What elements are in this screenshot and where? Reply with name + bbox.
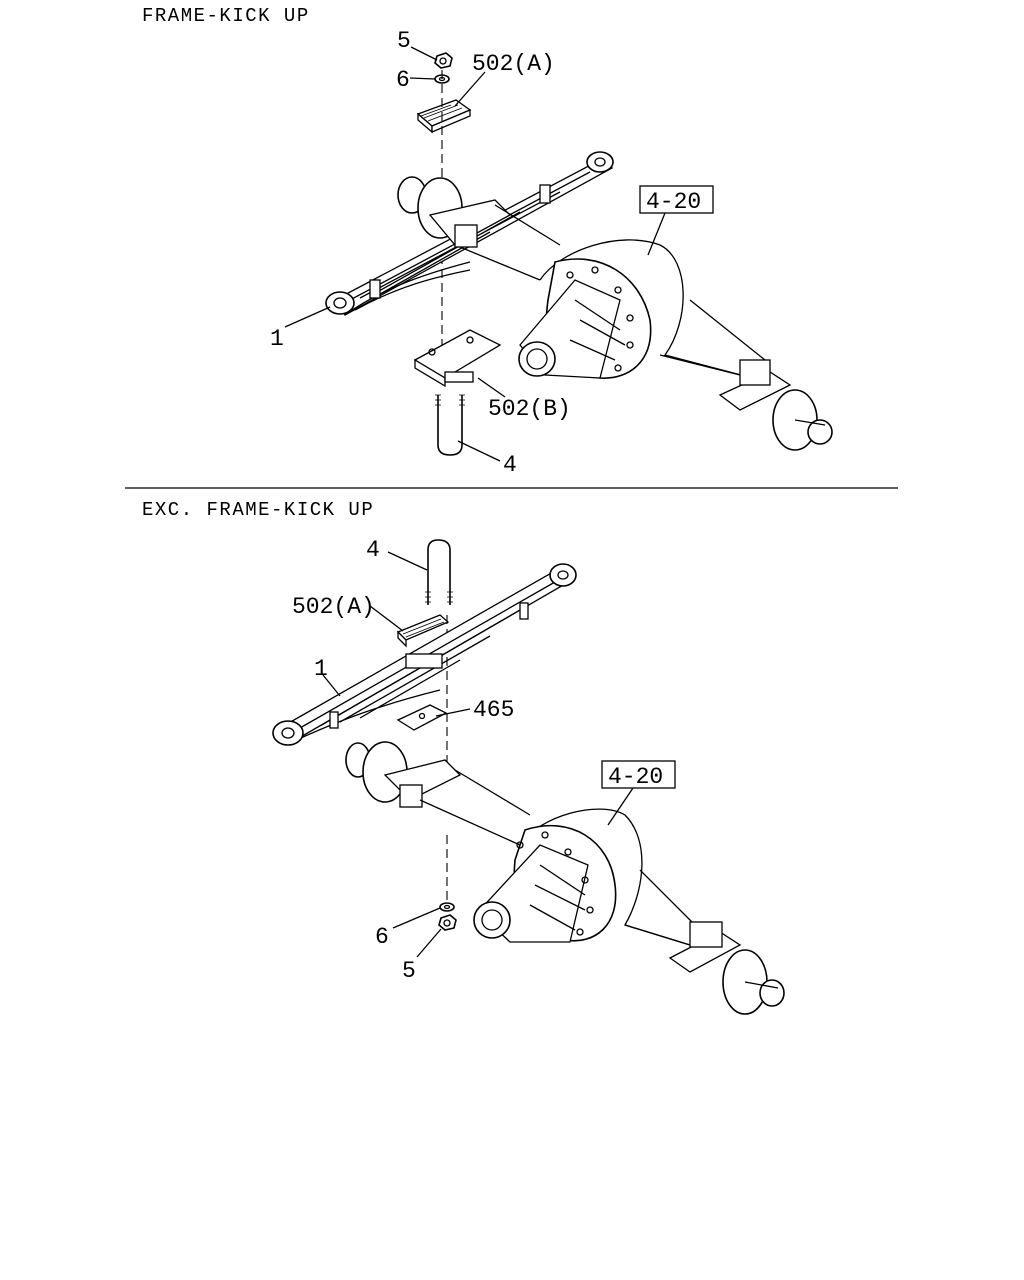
leader-4 — [387, 551, 428, 571]
callout-4-20: 4-20 — [608, 764, 663, 790]
leader-502a — [369, 605, 404, 632]
section-exc-frame-kick-up: EXC. FRAME-KICK UP — [142, 499, 785, 1015]
washer-part-6 — [439, 902, 455, 912]
section-title: FRAME-KICK UP — [142, 5, 310, 27]
callout-1: 1 — [314, 656, 328, 682]
callout-502a: 502(A) — [292, 594, 375, 620]
callout-5: 5 — [397, 28, 411, 54]
lower-plate-502b — [413, 329, 502, 388]
callout-1: 1 — [270, 326, 284, 352]
leader-5 — [410, 46, 438, 61]
callout-6: 6 — [396, 67, 410, 93]
callout-5: 5 — [402, 958, 416, 984]
callout-4: 4 — [503, 452, 517, 478]
u-bolt-part-4 — [425, 539, 453, 605]
leader-1 — [322, 674, 341, 697]
leader-6 — [409, 77, 436, 80]
leader-5 — [416, 928, 442, 958]
axle-left-hub — [397, 176, 561, 281]
nut-part-5 — [434, 52, 453, 69]
callout-4-20: 4-20 — [646, 189, 701, 215]
callout-box-4-20 — [639, 185, 714, 214]
leaf-spring-part-1 — [272, 563, 577, 746]
section-title: EXC. FRAME-KICK UP — [142, 499, 374, 521]
spring-plate-502a — [416, 99, 472, 134]
axle-left-hub — [345, 741, 531, 846]
axle-right-hub — [659, 299, 833, 451]
axle-right-hub — [624, 869, 785, 1015]
leader-6 — [392, 907, 441, 929]
leader-4 — [457, 440, 501, 462]
callout-502b: 502(B) — [488, 396, 571, 422]
callout-465: 465 — [473, 697, 514, 723]
leader-465 — [435, 708, 471, 717]
nut-part-5 — [438, 914, 457, 931]
differential-housing — [473, 808, 691, 946]
leader-4-20 — [607, 787, 634, 826]
spring-plate-502a — [396, 614, 450, 648]
leader-4-20 — [647, 212, 666, 256]
u-bolt-part-4 — [435, 394, 465, 456]
callout-6: 6 — [375, 924, 389, 950]
section-frame-kick-up: FRAME-KICK UP — [142, 5, 833, 478]
differential-housing — [518, 239, 761, 381]
callout-502a: 502(A) — [472, 51, 555, 77]
leader-502b — [477, 377, 506, 398]
callout-4: 4 — [366, 537, 380, 563]
leader-1 — [284, 306, 331, 328]
callout-box-4-20 — [601, 760, 676, 789]
spacer-part-465 — [396, 704, 448, 731]
leader-502a — [454, 71, 486, 107]
